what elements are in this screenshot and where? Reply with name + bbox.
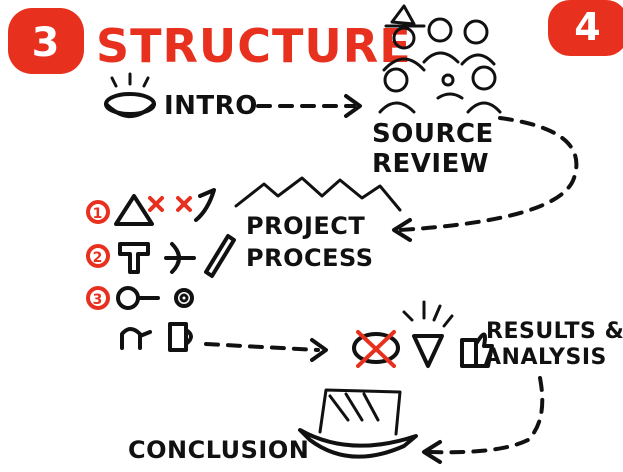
plate-icon	[174, 288, 194, 308]
results-line2: ANALYSIS	[484, 345, 607, 370]
hammer-icon	[118, 242, 150, 274]
process-item-1: 1	[86, 188, 216, 226]
bow-icon	[164, 242, 196, 274]
section-badge: 3	[8, 8, 84, 74]
arrow-results-to-conclusion	[422, 376, 545, 464]
horn-icon	[194, 188, 216, 222]
next-section-number: 4	[574, 5, 601, 49]
pipe-icon	[120, 327, 152, 350]
number-badge-2	[86, 244, 110, 268]
process-number-2: 2	[93, 250, 104, 266]
thumbs-up-icon	[460, 332, 494, 368]
arrow-intro-to-review	[256, 94, 362, 118]
results-line1: RESULTS &	[486, 319, 623, 344]
project-process-line1: PROJECT	[246, 212, 365, 240]
number-badge-1	[86, 200, 110, 224]
next-section-badge: 4	[548, 0, 623, 56]
mountains-icon	[234, 176, 402, 212]
bowl-icon	[104, 72, 156, 118]
wizard-hat-icon	[114, 194, 154, 226]
section-badge-bg	[8, 8, 84, 74]
cone-icon	[412, 334, 444, 368]
bowl-icon	[352, 332, 400, 364]
process-item-2: 2	[86, 234, 236, 278]
section-title: STRUCTURE	[96, 19, 412, 73]
cross-mark-icon	[176, 196, 192, 212]
next-section-badge-bg	[548, 0, 623, 56]
process-number-1: 1	[93, 206, 104, 222]
arrow-review-to-project	[392, 116, 579, 242]
project-process-line2: PROCESS	[246, 244, 373, 272]
boat-icon	[298, 388, 418, 459]
mug-icon	[168, 322, 193, 352]
conclusion-label: CONCLUSION	[128, 436, 309, 464]
results-icons	[352, 300, 494, 368]
section-number: 3	[32, 20, 61, 66]
pan-icon	[116, 286, 140, 310]
cross-mark-icon	[148, 196, 164, 212]
people-group-icon	[378, 4, 502, 114]
arrow-process-to-results	[204, 338, 328, 362]
process-item-3: 3	[86, 286, 194, 352]
process-number-3: 3	[93, 292, 104, 308]
source-review-line2: REVIEW	[372, 149, 489, 179]
number-badge-3	[86, 286, 110, 310]
cross-mark-icon	[356, 330, 396, 368]
sword-icon	[204, 234, 236, 278]
intro-label: INTRO	[164, 91, 258, 121]
source-review-line1: SOURCE	[372, 119, 494, 149]
sparkle-icon	[402, 300, 454, 328]
